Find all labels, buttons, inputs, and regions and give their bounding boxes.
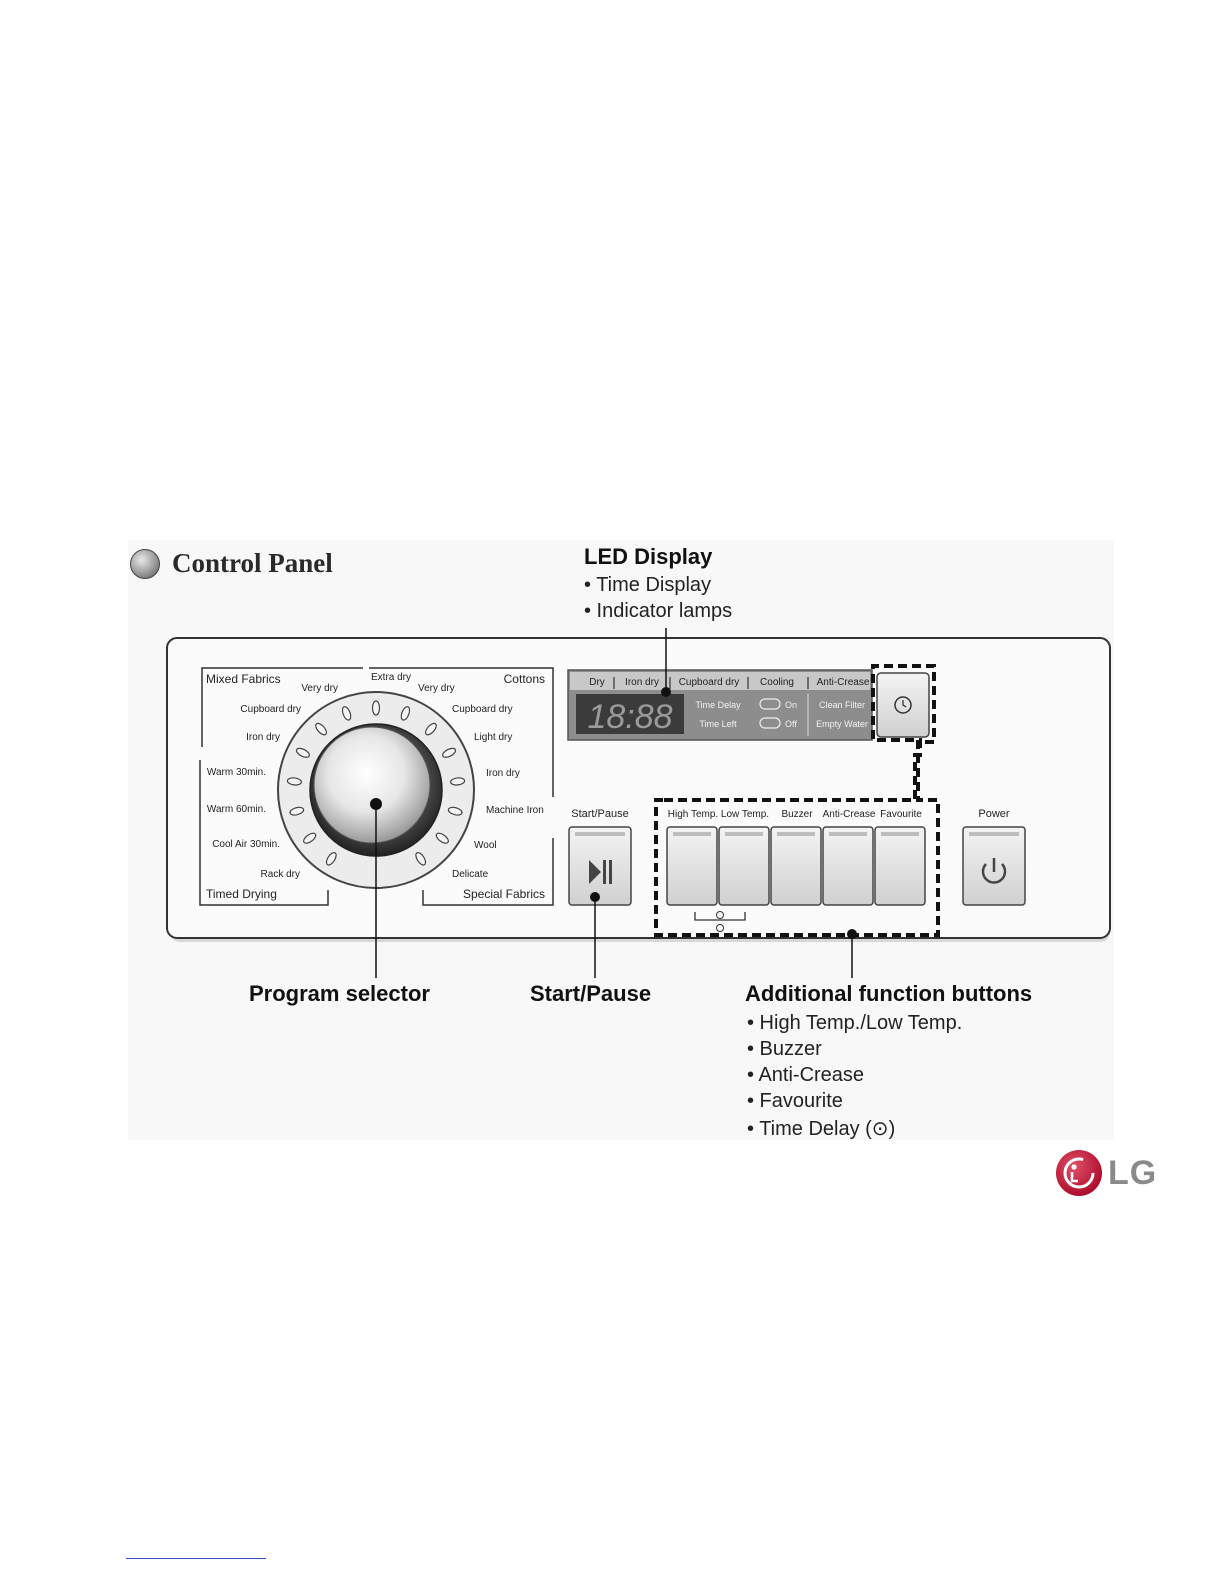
led-display-callout-item: • Time Display [584,574,712,596]
led-indicator-iron-dry: Iron dry [625,677,659,688]
dial-program-mark [371,700,381,716]
dial-program-mark [442,747,457,758]
section-bullet-icon [130,549,160,579]
led-display-callout-item: • Indicator lamps [584,600,733,622]
dial-program-mark [450,777,466,786]
dial-program-label: Very dry [418,683,455,694]
dial-program-mark [303,832,317,844]
power-label: Power [978,808,1010,820]
additional-functions-callout-title: Additional function buttons [745,981,1033,1006]
group-label-special-fabrics: Special Fabrics [463,887,545,901]
toggle-on-icon [759,698,781,710]
dial-program-mark [400,706,411,721]
anti-crease-button[interactable] [822,826,874,906]
led-empty-water-label: Empty Water [816,719,868,729]
favourite-button[interactable] [874,826,926,906]
child-lock-bracket [694,912,746,921]
start-pause-callout: Start/Pause [530,981,652,1006]
additional-functions-callout-item: • Buzzer [747,1038,822,1060]
led-clean-filter-label: Clean Filter [819,700,865,710]
footer-rule [126,1558,266,1559]
function-button-label: Favourite [880,809,922,820]
dial-program-mark [341,706,352,721]
function-button-row [666,826,926,906]
buzzer-button[interactable] [770,826,822,906]
dial-program-label: Light dry [474,732,512,743]
high-temp-button[interactable] [666,826,718,906]
dial-program-label: Extra dry [371,672,411,683]
dial-program-label: Warm 30min. [207,767,266,778]
dial-program-mark [415,852,427,866]
dial-program-mark [289,806,305,816]
lg-logo-icon [1056,1150,1102,1196]
dial-program-mark [325,852,337,866]
dial-program-label: Iron dry [486,768,520,779]
start-pause-button[interactable] [568,826,632,906]
bracket-mixed-fabrics [201,667,363,747]
toggle-off-icon [759,717,781,729]
power-icon [981,858,1007,884]
led-time-delay-label: Time Delay [695,700,741,710]
bracket-cottons [369,667,554,797]
dial-tick-marks [286,700,466,866]
led-indicator-cooling: Cooling [760,677,794,688]
dial-program-label: Delicate [452,869,489,880]
group-label-cottons: Cottons [504,672,545,686]
additional-functions-callout-item: • Time Delay (⊙) [747,1118,896,1140]
led-time-window [576,694,684,734]
led-on-label: On [785,700,797,710]
dial-program-mark [295,747,310,758]
led-indicator-cupboard-dry: Cupboard dry [679,677,740,688]
group-label-mixed-fabrics: Mixed Fabrics [206,672,281,686]
dial-program-label: Machine Iron [486,805,544,816]
clock-icon [894,696,912,714]
program-selector-callout: Program selector [249,981,430,1006]
led-time-display: 18:88 [587,698,672,736]
additional-functions-highlight [654,664,940,937]
start-pause-label: Start/Pause [571,808,628,820]
dial-program-label: Warm 60min. [207,804,266,815]
play-pause-icon [589,860,601,884]
dial-program-mark [447,806,463,816]
dial-program-label: Cool Air 30min. [212,839,280,850]
dial-program-label: Very dry [301,683,338,694]
program-selector-knob[interactable] [313,726,431,844]
dial-program-label: Cupboard dry [240,704,301,715]
function-button-label: Anti-Crease [823,809,876,820]
led-off-label: Off [785,719,797,729]
led-time-left-label: Time Left [699,719,737,729]
function-button-label: Buzzer [781,809,813,820]
function-button-label: High Temp. [668,809,718,820]
lg-logo-text: LG [1108,1154,1158,1192]
child-lock-icon [716,911,724,919]
additional-functions-callout-item: • Anti-Crease [747,1064,865,1086]
additional-functions-callout-item: • High Temp./Low Temp. [747,1012,963,1034]
led-indicator-anti-crease: Anti-Crease [817,677,870,688]
page-title: Control Panel [172,548,333,578]
dial-program-label: Iron dry [246,732,280,743]
led-indicator-dry: Dry [589,677,605,688]
function-button-label: Low Temp. [721,809,769,820]
dial-program-mark [286,777,302,786]
dial-program-label: Wool [474,840,497,851]
led-display-callout-title: LED Display [584,544,713,569]
dial-program-mark [424,722,437,736]
dial-program-mark [315,722,328,736]
dial-program-mark [435,832,449,844]
led-callout-dot [661,687,671,697]
led-indicator-strip [570,672,870,690]
dial-program-label: Rack dry [261,869,300,880]
additional-functions-callout-item: • Favourite [747,1090,843,1112]
low-temp-button[interactable] [718,826,770,906]
bracket-timed-drying [199,760,329,906]
dial-program-label: Cupboard dry [452,704,513,715]
bracket-special-fabrics [422,838,554,906]
group-label-timed-drying: Timed Drying [206,887,277,901]
